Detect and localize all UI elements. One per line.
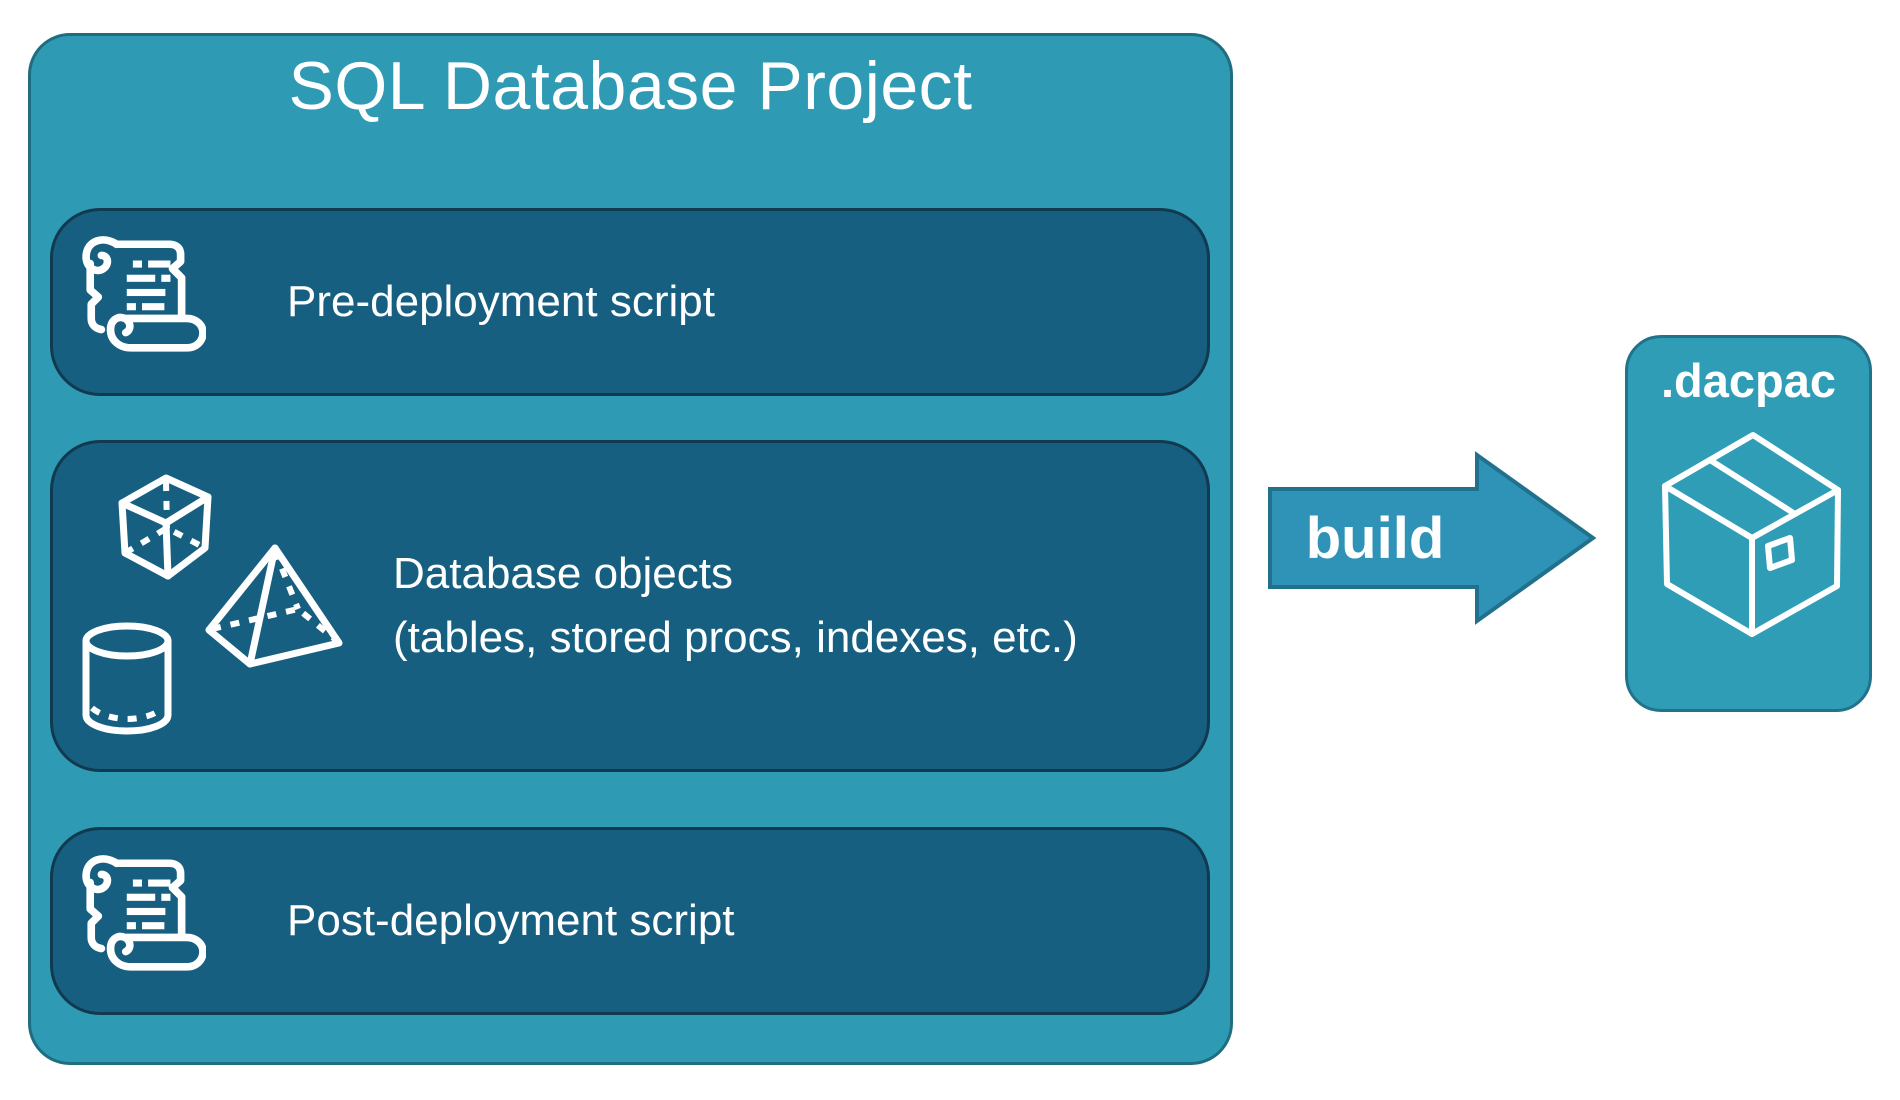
scroll-icon	[76, 850, 206, 974]
project-title: SQL Database Project	[288, 48, 973, 124]
post-deployment-script-box	[50, 827, 1210, 1015]
scroll-icon	[76, 231, 206, 355]
post-deployment-script-label: Post-deployment script	[287, 896, 735, 945]
cube-icon	[105, 468, 223, 586]
pre-deployment-script-box	[50, 208, 1210, 396]
build-arrow	[1268, 451, 1598, 627]
cylinder-icon	[79, 621, 175, 735]
dacpac-label: .dacpac	[1660, 353, 1837, 407]
package-icon	[1640, 418, 1852, 650]
database-objects-label-line2: (tables, stored procs, indexes, etc.)	[393, 613, 1078, 662]
database-objects-label: Database objects (tables, stored procs, …	[393, 440, 1078, 772]
database-objects-label-line1: Database objects	[393, 549, 733, 598]
pre-deployment-script-label: Pre-deployment script	[287, 277, 715, 326]
pyramid-icon	[202, 541, 344, 671]
database-objects-box	[50, 440, 1210, 772]
build-arrow-label: build	[1305, 505, 1445, 571]
